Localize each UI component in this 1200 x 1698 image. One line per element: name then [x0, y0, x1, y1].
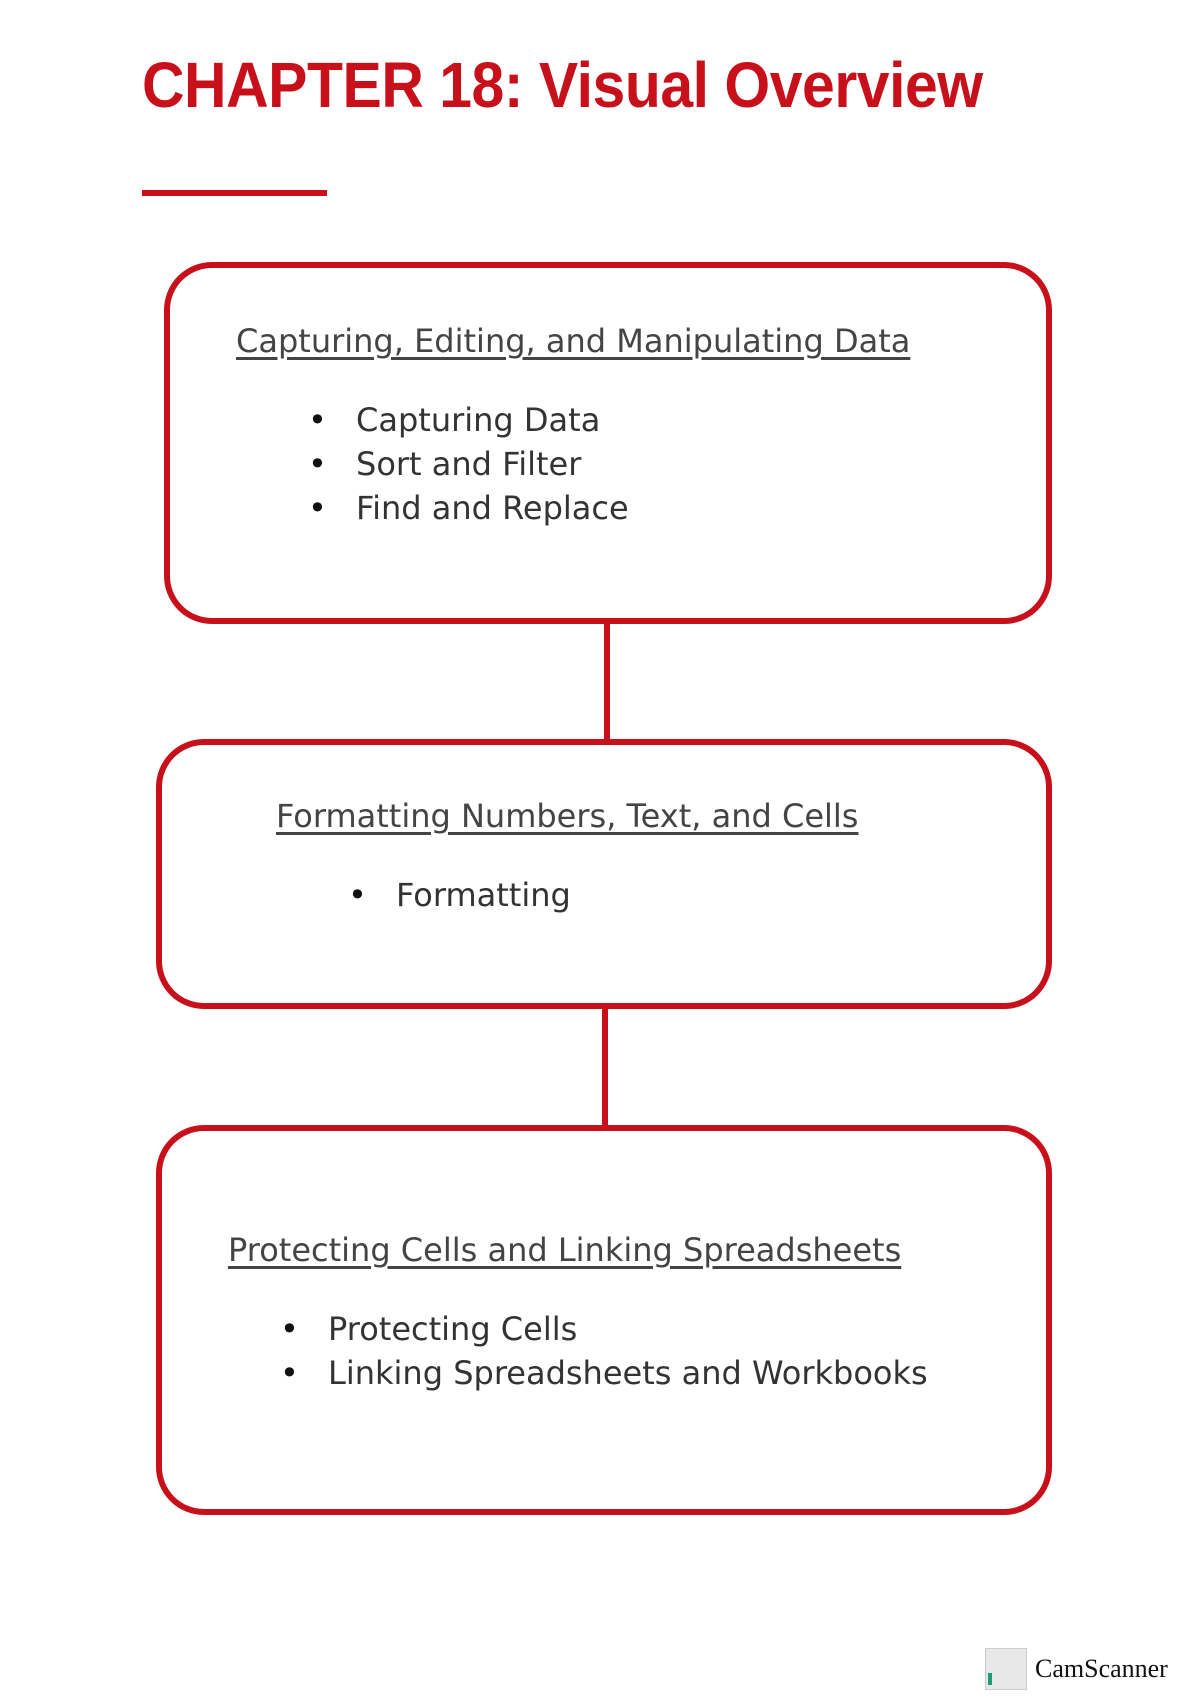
camscanner-watermark: CamScanner	[985, 1648, 1168, 1690]
list-item: Protecting Cells	[278, 1307, 928, 1351]
overview-box-protecting-linking: Protecting Cells and Linking Spreadsheet…	[156, 1125, 1052, 1515]
bullet-list: Protecting Cells Linking Spreadsheets an…	[278, 1307, 928, 1395]
box-heading: Protecting Cells and Linking Spreadsheet…	[228, 1231, 902, 1269]
title-underline-divider	[142, 190, 327, 196]
camscanner-logo-icon	[985, 1648, 1027, 1690]
list-item: Sort and Filter	[306, 442, 629, 486]
overview-box-capturing-data: Capturing, Editing, and Manipulating Dat…	[164, 262, 1052, 624]
connector-line	[604, 622, 610, 742]
list-item: Linking Spreadsheets and Workbooks	[278, 1351, 928, 1395]
bullet-list: Formatting	[346, 873, 571, 917]
bullet-list: Capturing Data Sort and Filter Find and …	[306, 398, 629, 530]
list-item: Capturing Data	[306, 398, 629, 442]
page-title: CHAPTER 18: Visual Overview	[142, 49, 983, 121]
list-item: Formatting	[346, 873, 571, 917]
box-heading: Capturing, Editing, and Manipulating Dat…	[236, 322, 911, 360]
watermark-text: CamScanner	[1035, 1654, 1168, 1683]
list-item: Find and Replace	[306, 486, 629, 530]
box-heading: Formatting Numbers, Text, and Cells	[276, 797, 859, 835]
overview-box-formatting: Formatting Numbers, Text, and Cells Form…	[156, 739, 1052, 1009]
connector-line	[602, 1007, 608, 1127]
